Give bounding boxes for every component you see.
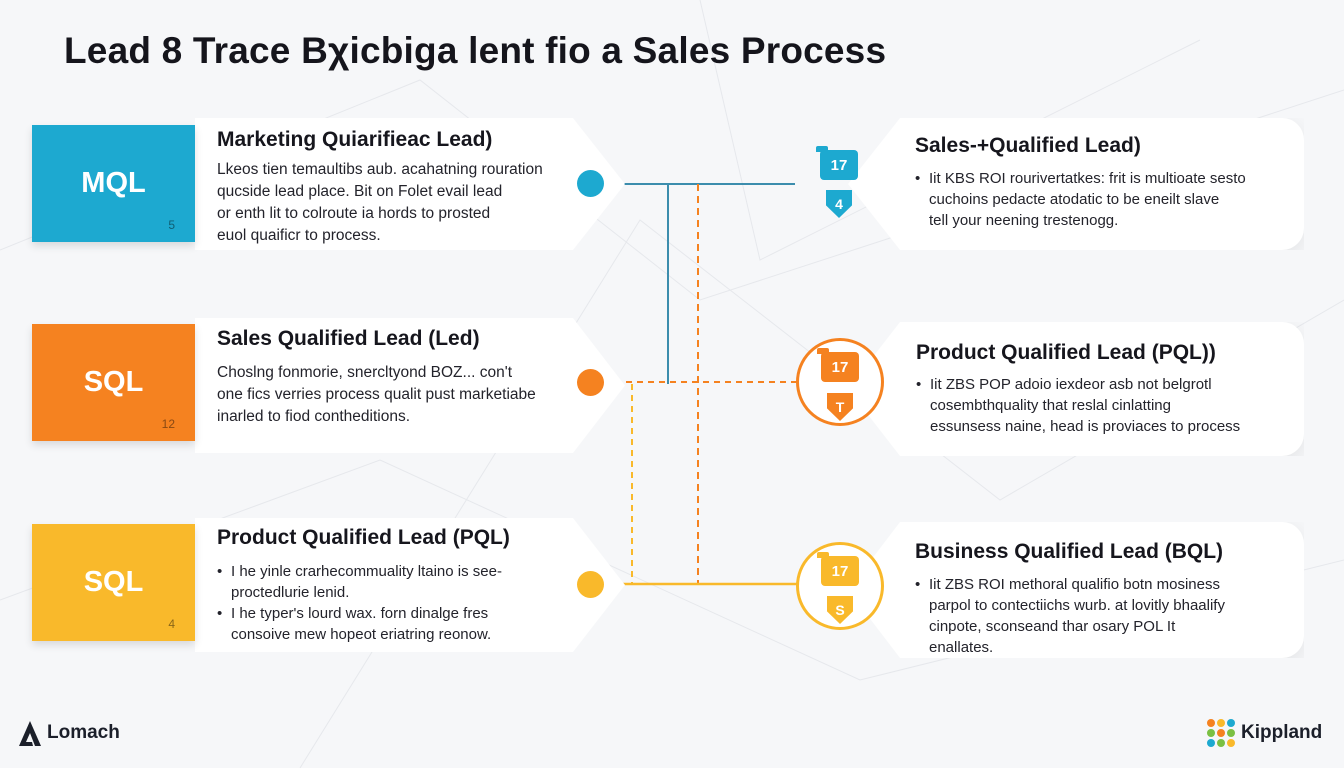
pql-tile-number: 4 xyxy=(168,617,175,631)
sql-tile-label: SQL xyxy=(83,366,144,398)
sales-qualified-line: tell your neening trestenogg. xyxy=(929,212,1119,229)
business-qualified-line: Iit ZBS ROI methoral qualifio botn mosin… xyxy=(929,576,1220,593)
pql-bullet-line: I he yinle crarhecommuality ltaino is se… xyxy=(231,563,502,580)
sql-card xyxy=(195,318,625,453)
mql-card-body: Lkeos tien temaultibs aub. acahatning ro… xyxy=(217,159,543,247)
pql-card-title: Product Qualified Lead (PQL) xyxy=(217,526,510,549)
calendar-icon: 17 xyxy=(817,552,859,586)
product-qualified-line: essunsess naine, head is proviaces to pr… xyxy=(930,418,1241,435)
sql-card-body: Choslng fonmorie, snercltyond BOZ... con… xyxy=(217,362,536,428)
calendar-icon-text: 17 xyxy=(830,156,848,174)
sales-qualified-body: Iit KBS ROI rourivertatkes: frit is mult… xyxy=(915,168,1246,231)
product-qualified-line: cosembthquality that reslal cinlatting xyxy=(930,397,1171,414)
product-qualified-line: Iit ZBS POP adoio iexdeor asb not belgro… xyxy=(930,376,1212,393)
pql-bullet: I he typer's lourd wax. forn dinalge fre… xyxy=(217,603,502,645)
mql-tile-label: MQL xyxy=(81,167,146,199)
product-qualified-title: Product Qualified Lead (PQL)) xyxy=(916,341,1216,364)
kippland-brand: Kippland xyxy=(1241,722,1323,743)
sales-qualified-line: Iit KBS ROI rourivertatkes: frit is mult… xyxy=(929,170,1246,187)
business-qualified-body: Iit ZBS ROI methoral qualifio botn mosin… xyxy=(915,574,1225,658)
business-qualified-line: parpol to contectiichs wurb. at lovitly … xyxy=(929,597,1225,614)
sql-line: inarled to fiod contheditions. xyxy=(217,408,411,425)
sql-card-title: Sales Qualified Lead (Led) xyxy=(217,327,480,350)
pql-bullet-line: proctedlurie lenid. xyxy=(231,584,350,601)
kippland-logo-icon xyxy=(1207,719,1235,747)
sales-qualified-bullet: Iit KBS ROI rourivertatkes: frit is mult… xyxy=(915,168,1246,231)
pql-tile-label: SQL xyxy=(83,566,144,598)
mql-tile-number: 5 xyxy=(168,218,175,232)
pql-bullet: I he yinle crarhecommuality ltaino is se… xyxy=(217,561,502,603)
sql-tile: SQL 12 xyxy=(32,324,195,441)
business-qualified-line: enallates. xyxy=(929,639,994,656)
calendar-icon: 17 xyxy=(816,146,858,180)
lomach-logo-icon xyxy=(19,721,41,746)
lomach-brand: Lomach xyxy=(47,722,120,743)
badge-icon-text: 4 xyxy=(835,196,843,212)
product-qualified-body: Iit ZBS POP adoio iexdeor asb not belgro… xyxy=(916,374,1240,437)
sql-line: one fics verries process qualit pust mar… xyxy=(217,386,536,403)
business-qualified-title: Business Qualified Lead (BQL) xyxy=(915,540,1224,563)
product-qualified-bullet: Iit ZBS POP adoio iexdeor asb not belgro… xyxy=(916,374,1240,437)
pql-connector-dot xyxy=(577,571,604,598)
calendar-icon-text: 17 xyxy=(831,562,849,580)
mql-connector-dot xyxy=(577,170,604,197)
pql-tile: SQL 4 xyxy=(32,524,195,641)
business-qualified-bullet: Iit ZBS ROI methoral qualifio botn mosin… xyxy=(915,574,1225,658)
pql-card-body: I he yinle crarhecommuality ltaino is se… xyxy=(217,561,502,645)
sql-tile-number: 12 xyxy=(161,417,175,431)
calendar-icon: 17 xyxy=(817,348,859,382)
sales-qualified-title: Sales-+Qualified Lead) xyxy=(915,134,1141,157)
sales-qualified-line: cuchoins pedacte atodatic to be eneilt s… xyxy=(929,191,1220,208)
badge-icon-text: S xyxy=(835,602,845,618)
mql-line: qucside lead place. Bit on Folet evail l… xyxy=(217,183,503,200)
sql-line: Choslng fonmorie, snercltyond BOZ... con… xyxy=(217,364,513,381)
calendar-icon-text: 17 xyxy=(831,358,849,376)
mql-tile: MQL 5 xyxy=(32,125,195,242)
badge-icon-text: T xyxy=(835,399,845,415)
page-title: Lead 8 Trace Bχicbiga lent fio a Sales P… xyxy=(64,30,887,71)
mql-line: euol quaificr to process. xyxy=(217,227,381,244)
pql-bullet-line: consoive mew hopeot eriatring reonow. xyxy=(231,626,492,643)
pql-bullet-line: I he typer's lourd wax. forn dinalge fre… xyxy=(231,605,489,622)
mql-line: Lkeos tien temaultibs aub. acahatning ro… xyxy=(217,161,543,178)
mql-line: or enth lit to colroute ia hords to pros… xyxy=(217,205,491,222)
mql-card-title: Marketing Quiarifieac Lead) xyxy=(217,128,493,151)
mql-card xyxy=(195,118,625,250)
sql-connector-dot xyxy=(577,369,604,396)
business-qualified-line: cinpote, sconseand thar osary POL It xyxy=(929,618,1176,635)
